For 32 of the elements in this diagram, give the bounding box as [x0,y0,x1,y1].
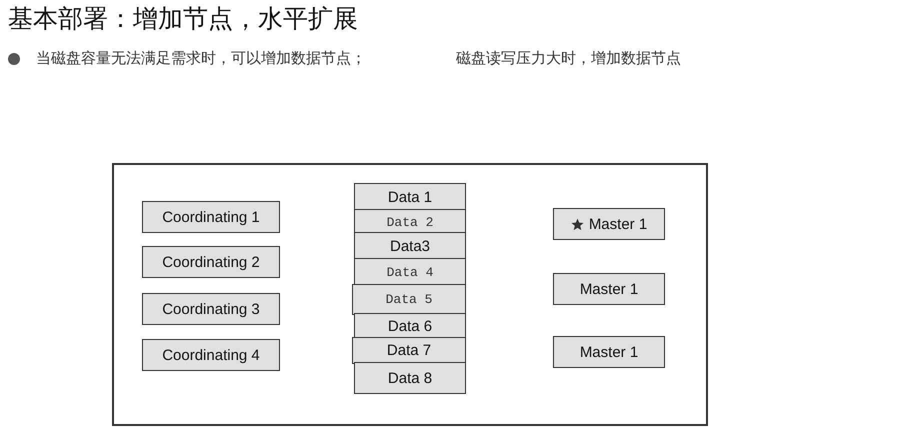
node-label: Master 1 [580,344,638,360]
master-node-box [553,336,665,368]
node-label: Data 1 [388,189,432,206]
data-node-box [352,284,466,315]
coordinating-node-box [142,246,280,278]
frame-box [112,163,708,426]
master-node-box [553,208,665,240]
node-label: Coordinating 3 [162,300,260,318]
node-label: Data3 [390,238,430,254]
node-label: Data 4 [386,264,434,280]
data-node-box [354,232,466,260]
node-label: Coordinating 2 [162,254,260,270]
title: 基本部署：增加节点，水平扩展 [8,3,358,35]
node-label: Data 2 [386,215,434,230]
node-label: Data 7 [386,342,432,359]
node-label: Coordinating 1 [162,208,260,226]
node-label: Data 8 [388,370,432,386]
bullet-text: 磁盘读写压力大时，增加数据节点 [456,49,681,68]
data-node-box [354,183,466,212]
node-label: Data 6 [388,318,432,335]
coordinating-node-box [142,339,280,371]
bullet-text: 当磁盘容量无法满足需求时，可以增加数据节点； [36,49,366,68]
node-label: Master 1 [588,216,648,232]
coordinating-node-box [142,293,280,325]
node-label: Data 5 [386,292,432,307]
data-node-box [354,362,466,394]
data-node-box [354,258,466,286]
data-node-box [352,337,466,364]
node-label: Master 1 [580,280,638,298]
coordinating-node-box [142,201,280,233]
node-label: Coordinating 4 [162,346,260,364]
master-node-box [553,273,665,305]
